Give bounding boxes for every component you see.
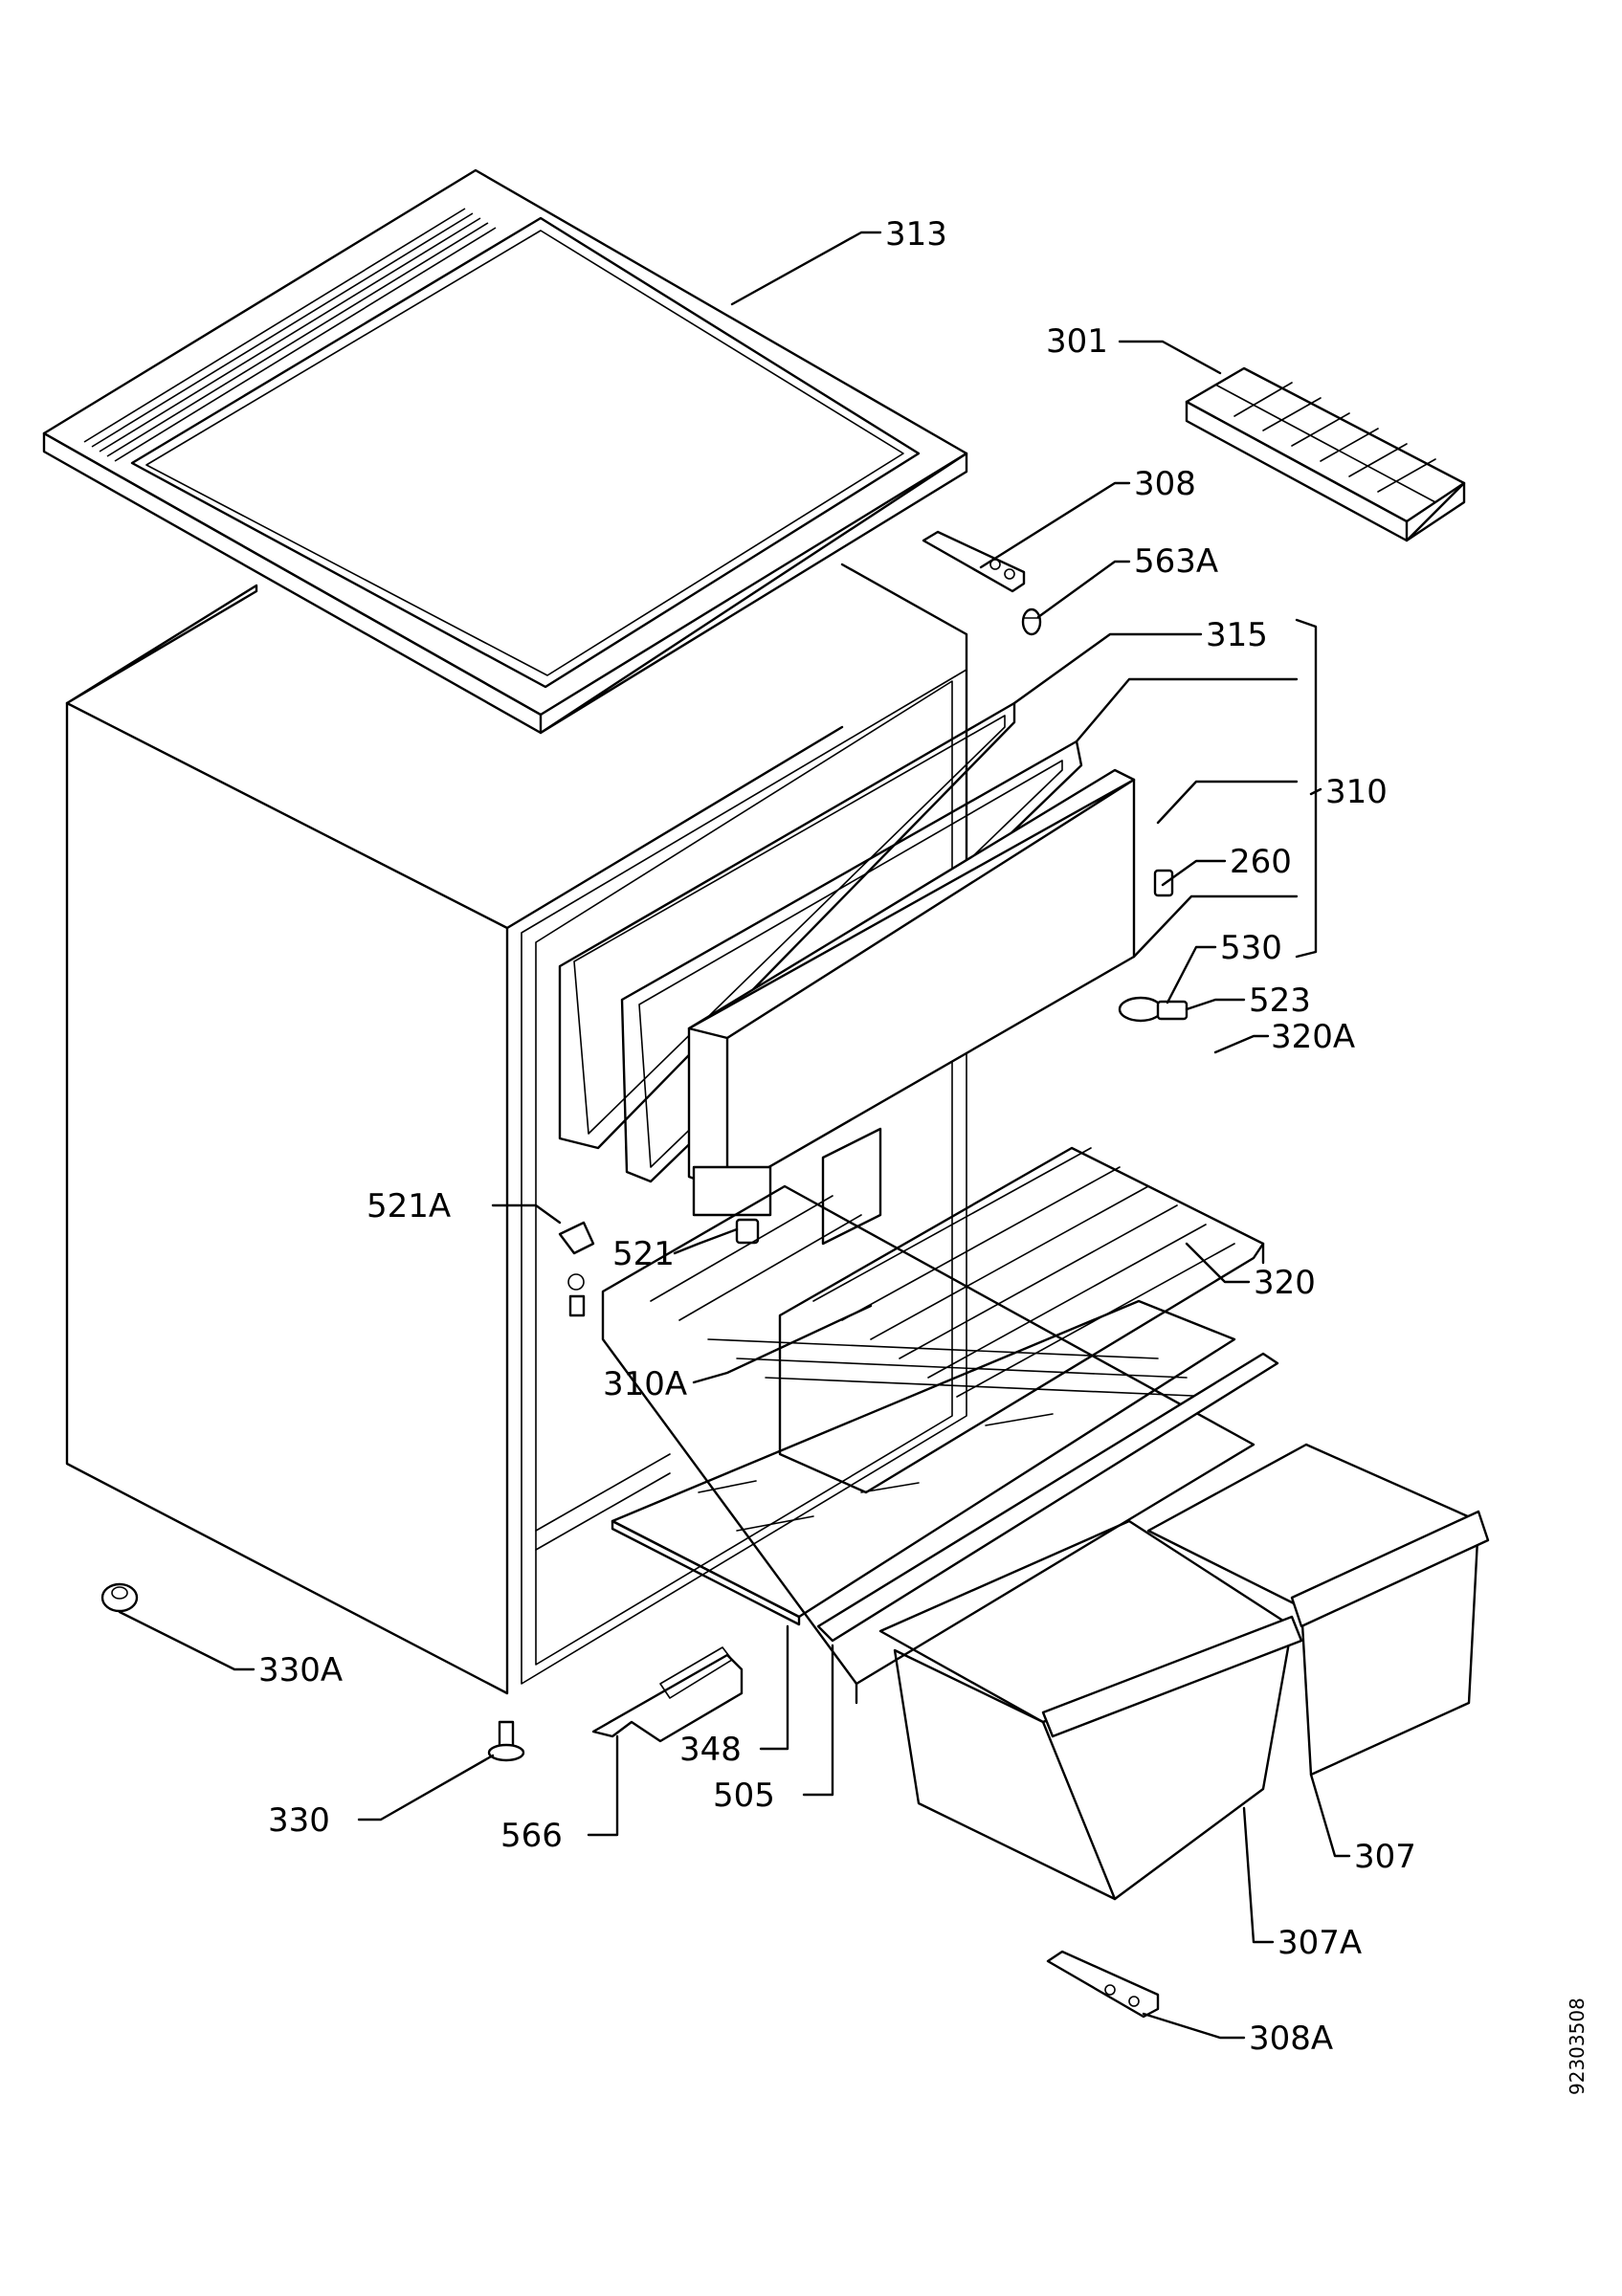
part-530-door-panel — [687, 768, 1136, 1246]
part-330A-foot — [100, 1582, 139, 1613]
label-307: 307 — [1354, 1838, 1416, 1876]
cabinet-body — [65, 563, 968, 1695]
document-number: 92303508 — [1566, 1998, 1589, 2095]
label-320: 320 — [1254, 1264, 1316, 1302]
label-310: 310 — [1325, 773, 1388, 811]
label-308: 308 — [1134, 465, 1196, 503]
part-307-crisper — [1146, 1443, 1490, 1777]
label-307A: 307A — [1278, 1924, 1362, 1962]
part-348-glass-shelf — [611, 1299, 1236, 1626]
part-523-lamp — [1118, 996, 1189, 1023]
label-308A: 308A — [1249, 2020, 1333, 2058]
vent-grille — [83, 208, 497, 462]
part-330-adjustable-foot — [487, 1720, 525, 1762]
label-313: 313 — [885, 215, 947, 254]
label-523: 523 — [1249, 982, 1311, 1020]
label-563A: 563A — [1134, 542, 1218, 581]
part-301-ice-tray — [1185, 366, 1466, 542]
label-505: 505 — [713, 1777, 775, 1815]
part-521-switch — [735, 1218, 760, 1245]
part-308A-hinge — [1046, 1950, 1160, 2019]
part-563A-screw — [1021, 607, 1042, 636]
part-labels: 313 301 308 563A 315 310 260 530 523 320… — [258, 215, 1416, 2058]
label-320A: 320A — [1271, 1018, 1355, 1056]
part-521A-lamp-holder — [558, 1221, 595, 1317]
part-566-handle — [591, 1646, 744, 1743]
label-521A: 521A — [367, 1187, 451, 1225]
label-530: 530 — [1220, 929, 1282, 967]
label-521: 521 — [612, 1235, 675, 1273]
label-348: 348 — [679, 1731, 742, 1769]
label-301: 301 — [1046, 322, 1108, 361]
part-505-rail — [816, 1352, 1279, 1643]
label-330A: 330A — [258, 1651, 343, 1689]
part-307A-crisper — [878, 1519, 1303, 1901]
part-313-top-panel — [42, 168, 968, 735]
part-315-door-gasket — [558, 701, 1016, 1150]
part-320A-shelf — [778, 1146, 1265, 1494]
label-566: 566 — [500, 1817, 563, 1855]
label-315: 315 — [1206, 616, 1268, 654]
part-320-shelf — [601, 1184, 1255, 1705]
label-310A: 310A — [603, 1365, 687, 1403]
label-330: 330 — [268, 1801, 330, 1840]
label-260: 260 — [1230, 843, 1292, 881]
part-308-hinge — [922, 530, 1026, 593]
leader-lines — [118, 231, 1351, 2040]
